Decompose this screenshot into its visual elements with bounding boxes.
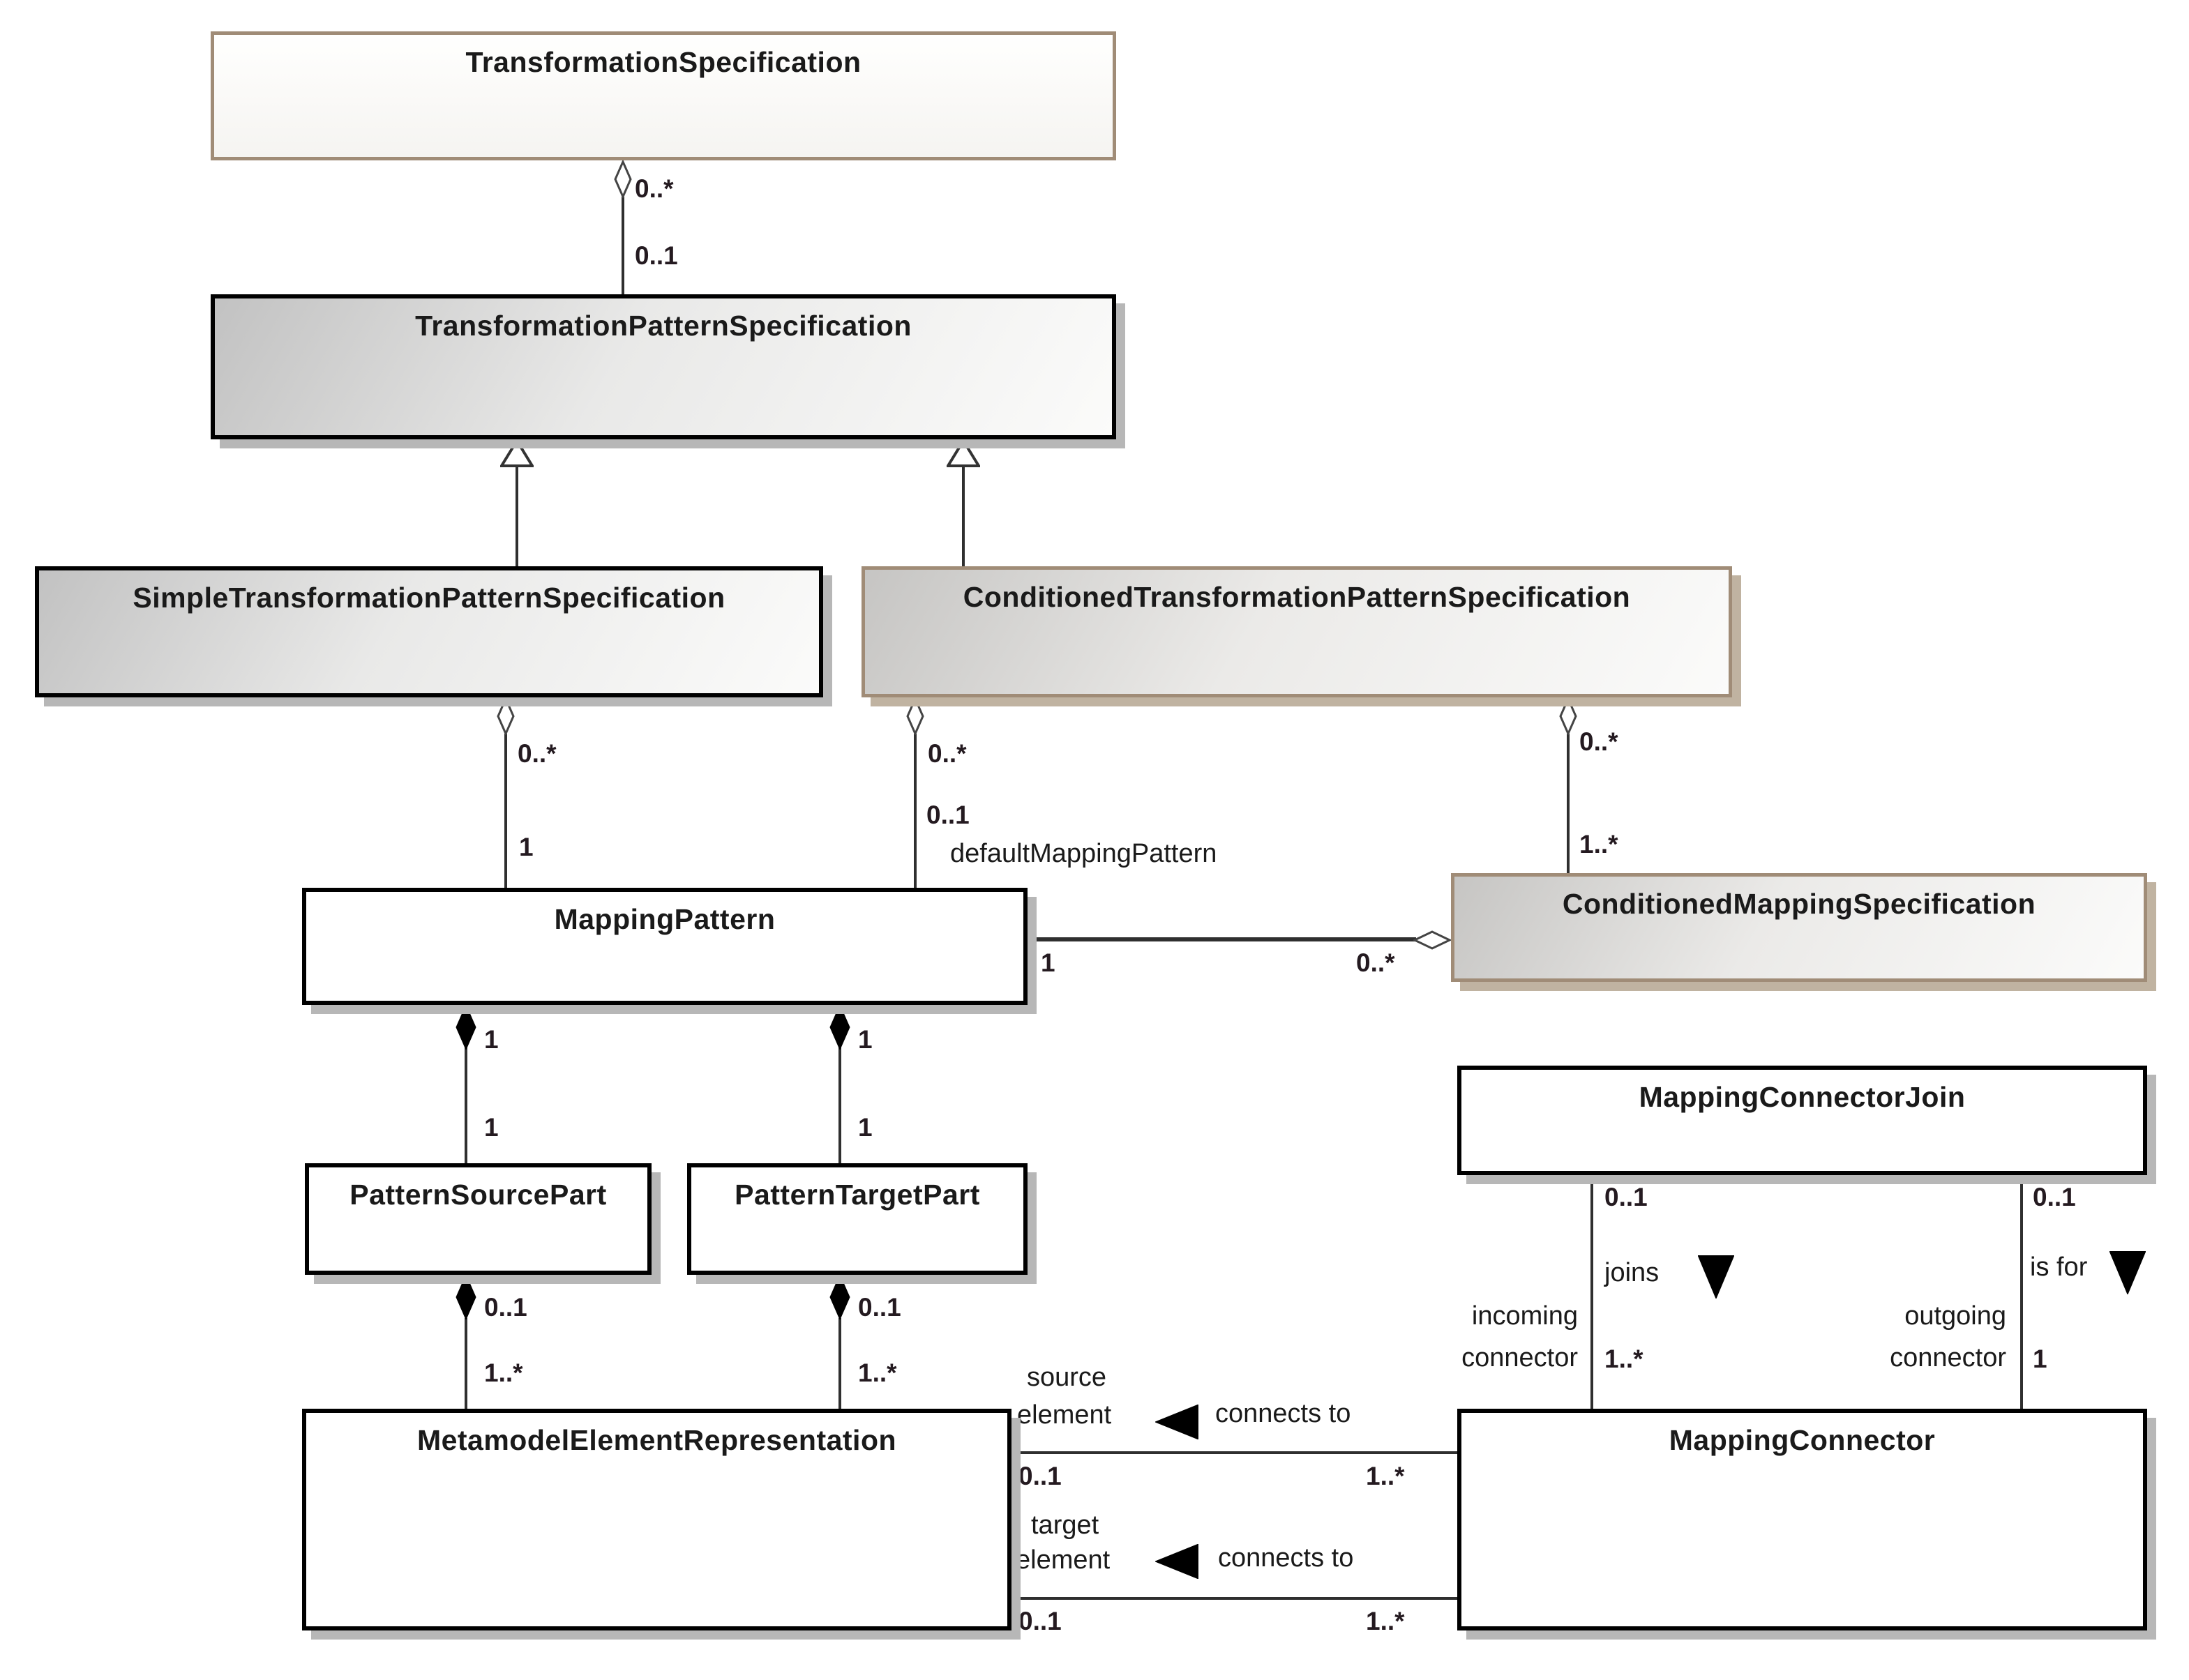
class-box-mapping-connector-join: MappingConnectorJoin (1457, 1066, 2147, 1175)
class-name-label: MappingConnectorJoin (1639, 1081, 1966, 1113)
role-label: connector (1461, 1343, 1578, 1372)
multiplicity-label: 0..* (1579, 727, 1618, 756)
aggregation-diamond-icon (906, 696, 924, 739)
edge-line-conditioned-to-condmapspec (1567, 734, 1570, 873)
role-label: joins (1604, 1258, 1660, 1287)
class-name-label: SimpleTransformationPatternSpecification (133, 582, 725, 614)
role-label: source (1027, 1363, 1107, 1392)
aggregation-diamond-icon (614, 159, 632, 202)
multiplicity-label: 1..* (1604, 1345, 1643, 1373)
edge-line-isfor-assoc (2020, 1175, 2023, 1409)
class-name-label: MetamodelElementRepresentation (416, 1424, 897, 1456)
edge-line-spec-to-patternspec (622, 197, 624, 294)
composition-diamond-icon (829, 1004, 850, 1053)
class-name-label: TransformationSpecification (465, 46, 862, 78)
class-name-label: ConditionedMappingSpecification (1562, 888, 2036, 920)
multiplicity-label: 1 (484, 1113, 499, 1142)
multiplicity-label: 1..* (858, 1359, 897, 1387)
generalization-triangle-icon (945, 438, 981, 471)
class-name-label: ConditionedTransformationPatternSpecific… (963, 581, 1631, 613)
class-box-conditioned-mapping-specification: ConditionedMappingSpecification (1451, 873, 2147, 982)
generalization-triangle-icon (499, 438, 535, 471)
class-name-label: MappingConnector (1669, 1424, 1936, 1456)
edge-line-simple-to-mappingpattern (504, 734, 507, 888)
class-box-simple-transformation-pattern-specification: SimpleTransformationPatternSpecification (35, 566, 823, 697)
reading-arrow-down-icon (2109, 1250, 2146, 1298)
multiplicity-label: 0..1 (1018, 1462, 1062, 1490)
multiplicity-label: 1 (1041, 948, 1055, 977)
edge-line-targetpart-to-metamodel (838, 1318, 841, 1409)
edge-line-sourcepart-to-metamodel (465, 1318, 467, 1409)
edge-line-mappingpattern-to-targetpart (838, 1046, 841, 1163)
composition-diamond-icon (829, 1273, 850, 1323)
multiplicity-label: 1 (858, 1113, 873, 1142)
aggregation-diamond-icon (497, 696, 515, 739)
role-label: connector (1890, 1343, 2006, 1372)
role-label: connects to (1218, 1543, 1354, 1573)
class-box-pattern-target-part: PatternTargetPart (687, 1163, 1028, 1275)
class-box-pattern-source-part: PatternSourcePart (305, 1163, 652, 1275)
role-label: element (1016, 1545, 1111, 1575)
class-box-metamodel-element-representation: MetamodelElementRepresentation (302, 1409, 1011, 1630)
role-label: element (1017, 1400, 1112, 1430)
multiplicity-label: 0..1 (2033, 1183, 2076, 1211)
class-name-label: PatternSourcePart (349, 1179, 607, 1211)
edge-line-mappingpattern-to-sourcepart (465, 1046, 467, 1163)
class-name-label: PatternTargetPart (735, 1179, 980, 1211)
edge-line-gen-left (516, 466, 518, 566)
edge-line-gen-right (962, 466, 965, 566)
role-label: incoming (1471, 1301, 1578, 1331)
class-box-conditioned-transformation-pattern-specification: ConditionedTransformationPatternSpecific… (862, 566, 1732, 697)
multiplicity-label: 0..1 (858, 1293, 901, 1322)
multiplicity-label: 0..1 (926, 801, 970, 829)
edge-line-joins-assoc (1590, 1175, 1593, 1409)
multiplicity-label: 1..* (1366, 1607, 1405, 1635)
edge-line-conditioned-to-mappingpattern (914, 734, 917, 888)
role-label: target (1031, 1511, 1099, 1540)
class-box-mapping-pattern: MappingPattern (302, 888, 1028, 1005)
multiplicity-label: 1..* (1366, 1462, 1405, 1490)
role-label: outgoing (1904, 1301, 2006, 1331)
multiplicity-label: 0..* (518, 739, 557, 768)
multiplicity-label: 0..1 (1018, 1607, 1062, 1635)
composition-diamond-icon (456, 1273, 476, 1323)
role-label: connects to (1215, 1399, 1351, 1428)
role-label: is for (2030, 1253, 2088, 1282)
aggregation-diamond-icon (1559, 696, 1577, 739)
composition-diamond-icon (456, 1004, 476, 1053)
multiplicity-label: 1 (858, 1025, 873, 1054)
multiplicity-label: 1 (2033, 1345, 2047, 1373)
reading-arrow-down-icon (1697, 1255, 1735, 1302)
class-name-label: MappingPattern (554, 903, 776, 935)
class-box-mapping-connector: MappingConnector (1457, 1409, 2147, 1630)
edge-line-source-element-assoc (1011, 1451, 1457, 1454)
class-box-transformation-pattern-specification: TransformationPatternSpecification (211, 294, 1116, 439)
edge-line-mappingpattern-to-condmapspec (1028, 937, 1416, 941)
multiplicity-label: 1..* (484, 1359, 523, 1387)
edge-line-target-element-assoc (1011, 1597, 1457, 1600)
multiplicity-label: 1 (484, 1025, 499, 1054)
multiplicity-label: 0..* (1356, 948, 1395, 977)
class-box-transformation-specification: TransformationSpecification (211, 31, 1116, 160)
multiplicity-label: 0..* (635, 174, 674, 203)
multiplicity-label: 0..* (928, 739, 967, 768)
multiplicity-label: 0..1 (1604, 1183, 1648, 1211)
class-name-label: TransformationPatternSpecification (415, 310, 912, 342)
multiplicity-label: 0..1 (484, 1293, 527, 1322)
multiplicity-label: 1 (519, 833, 534, 861)
role-label: defaultMappingPattern (950, 839, 1217, 868)
aggregation-diamond-icon (1412, 930, 1452, 953)
multiplicity-label: 0..1 (635, 241, 678, 270)
multiplicity-label: 1..* (1579, 830, 1618, 858)
